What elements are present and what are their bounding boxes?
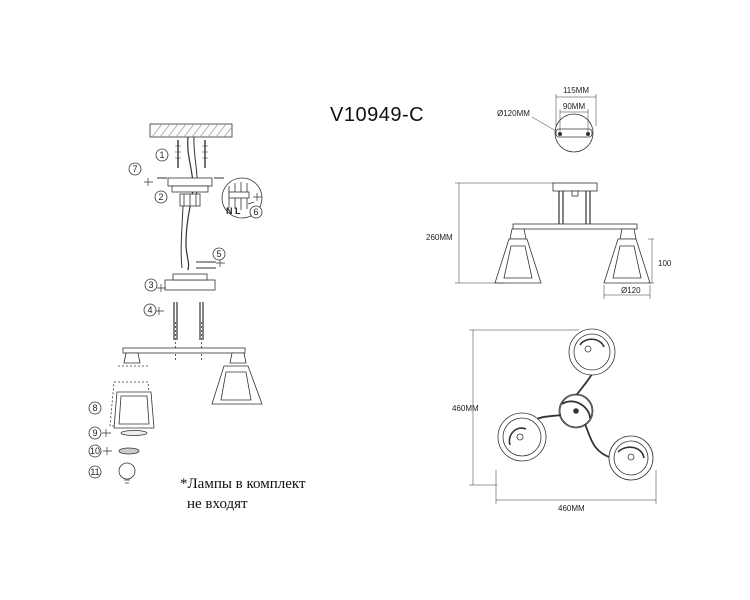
step-6: 6 xyxy=(253,207,258,217)
step-11: 11 xyxy=(90,467,99,477)
canopy-diameter-label: Ø120MM xyxy=(497,109,530,118)
wire-l-label: L xyxy=(235,206,241,216)
canopy-detail: 115MM 90MM Ø120MM xyxy=(497,86,597,153)
shade-ring-icon xyxy=(118,430,148,455)
step-4: 4 xyxy=(147,305,152,315)
shade-height-label: 100 xyxy=(658,259,672,268)
plan-width-label: 460MM xyxy=(558,504,585,513)
step-3: 3 xyxy=(148,280,153,290)
mid-screw-icon xyxy=(196,261,216,269)
height-label: 260MM xyxy=(426,233,453,242)
bulb-icon xyxy=(118,462,136,484)
step-7: 7 xyxy=(132,164,137,174)
lamps-note: *Лампы в комплект не входят xyxy=(180,474,306,514)
step-markers: 1 2 3 4 5 6 7 8 9 10 11 xyxy=(88,148,263,479)
ceiling-hatch xyxy=(149,123,233,138)
body-plate xyxy=(164,279,216,291)
step-5: 5 xyxy=(216,249,221,259)
step-1: 1 xyxy=(159,150,164,160)
mounting-plate xyxy=(167,177,213,187)
lamps-note-line2: не входят xyxy=(187,496,248,512)
lamps-note-line1: *Лампы в комплект xyxy=(180,476,306,492)
step-9: 9 xyxy=(92,428,97,438)
plan-depth-label: 460MM xyxy=(452,404,479,413)
canopy-width-label: 115MM xyxy=(563,86,589,95)
terminal-block xyxy=(179,193,201,207)
supply-cable-2 xyxy=(193,136,198,199)
front-elevation: 260MM 100 Ø120 xyxy=(426,182,672,299)
plan-view: 460MM 460MM xyxy=(452,328,657,513)
exploded-shade xyxy=(113,391,155,429)
chandelier-arm xyxy=(122,347,246,354)
shade-diameter-label: Ø120 xyxy=(621,286,641,295)
step-2: 2 xyxy=(158,192,163,202)
holes-spacing-label: 90MM xyxy=(563,102,586,111)
ceiling-screw-icon xyxy=(175,140,208,168)
mounting-bracket xyxy=(171,185,209,193)
supply-cable xyxy=(185,136,194,271)
arrow-markers xyxy=(102,178,262,455)
step-8: 8 xyxy=(92,403,97,413)
model-title: V10949-C xyxy=(330,104,425,126)
step-10: 10 xyxy=(90,446,100,456)
support-rods xyxy=(173,302,204,360)
wire-n-label: N xyxy=(226,206,233,216)
right-shade xyxy=(211,352,263,405)
assembly-diagram: N L xyxy=(88,123,263,484)
